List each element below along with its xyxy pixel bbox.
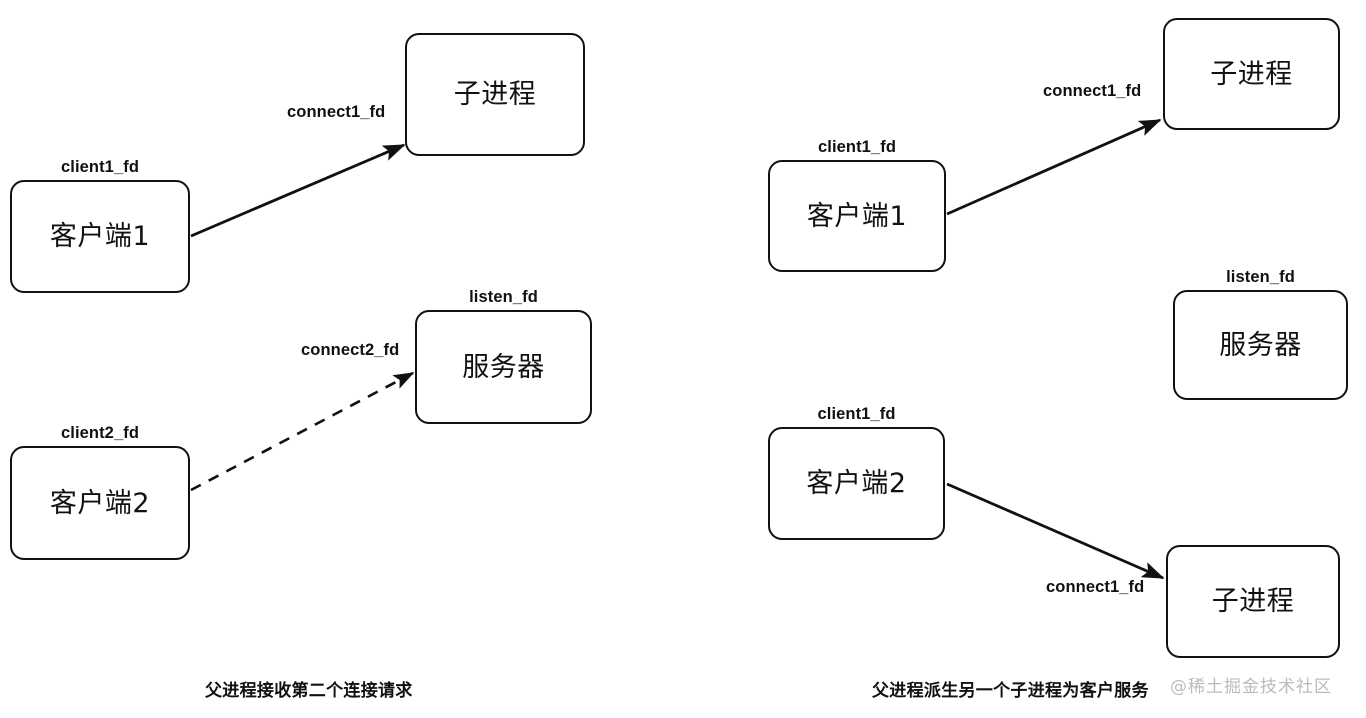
node-label: 子进程	[1210, 58, 1293, 90]
node-label: 服务器	[1219, 329, 1302, 361]
node-label: 客户端2	[806, 468, 907, 499]
fd-tag-r-client1: client1_fd	[817, 138, 897, 156]
node-box-l-client2[interactable]: 客户端2	[10, 446, 190, 560]
connection-arrow-solid	[190, 143, 406, 238]
panel-caption: 父进程派生另一个子进程为客户服务	[872, 681, 1149, 701]
node-label: 子进程	[453, 79, 537, 110]
connection-arrow-solid	[946, 118, 1162, 216]
node-label: 客户端2	[49, 487, 151, 519]
edge-label: connect1_fd	[1043, 82, 1142, 100]
edge-layer	[190, 118, 1165, 580]
edge-label: connect2_fd	[301, 341, 400, 359]
fd-tag-l-server: listen_fd	[469, 288, 538, 306]
node-box-r-child1[interactable]: 子进程	[1163, 18, 1340, 130]
fd-tag-r-server: listen_fd	[1226, 268, 1295, 286]
node-box-l-child[interactable]: 子进程	[405, 33, 585, 156]
edge-label: connect1_fd	[287, 103, 386, 121]
fd-tag-l-client1: client1_fd	[60, 158, 140, 176]
node-box-r-client1[interactable]: 客户端1	[768, 160, 946, 272]
node-box-r-client2[interactable]: 客户端2	[768, 427, 945, 540]
node-box-l-client1[interactable]: 客户端1	[10, 180, 190, 293]
node-label: 客户端1	[49, 221, 151, 252]
connection-arrow-dashed	[190, 371, 415, 492]
node-label: 服务器	[462, 351, 545, 383]
node-label: 客户端1	[806, 200, 908, 232]
edge-label: connect1_fd	[1046, 578, 1145, 596]
node-box-r-child2[interactable]: 子进程	[1166, 545, 1340, 658]
node-box-r-server[interactable]: 服务器	[1173, 290, 1348, 400]
fd-tag-r-client2: client1_fd	[817, 405, 896, 423]
watermark: @稀土掘金技术社区	[1170, 677, 1332, 697]
panel-caption: 父进程接收第二个连接请求	[205, 681, 413, 701]
connection-arrow-solid	[946, 482, 1165, 580]
node-box-l-server[interactable]: 服务器	[415, 310, 592, 424]
fd-tag-l-client2: client2_fd	[60, 424, 140, 442]
node-label: 子进程	[1211, 586, 1295, 617]
